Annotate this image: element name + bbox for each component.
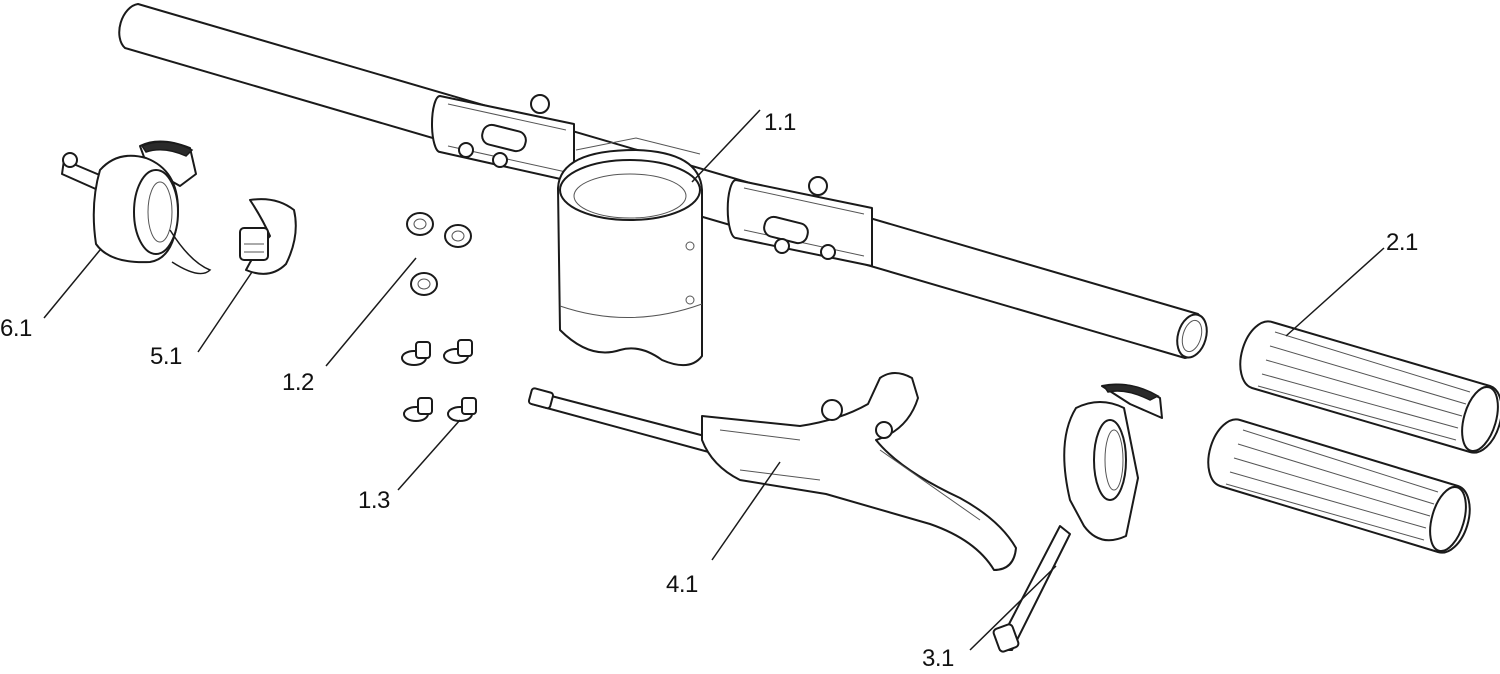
leader-1-1 <box>691 109 761 183</box>
leader-1-3 <box>397 419 461 491</box>
callout-1-2: 1.2 <box>282 369 314 396</box>
leader-lines <box>43 109 1385 651</box>
brake-lever-assembly <box>527 372 1017 571</box>
bolt-set <box>401 339 477 422</box>
handlebar-tube-end <box>1176 313 1208 359</box>
callout-1-3: 1.3 <box>358 487 390 514</box>
callout-labels: 1.1 1.2 1.3 2.1 3.1 4.1 5.1 6.1 <box>0 109 1419 672</box>
clamp-ring <box>239 198 297 275</box>
leader-5-1 <box>197 271 253 353</box>
switch-assembly <box>61 140 212 275</box>
leader-4-1 <box>711 461 781 561</box>
leader-2-1 <box>1285 247 1385 337</box>
grip-lower <box>1207 418 1471 554</box>
callout-3-1: 3.1 <box>922 645 954 672</box>
callout-6-1: 6.1 <box>0 315 32 342</box>
callout-2-1: 2.1 <box>1386 229 1418 256</box>
callout-4-1: 4.1 <box>666 571 698 598</box>
nut-set <box>406 212 472 296</box>
callout-5-1: 5.1 <box>150 343 182 370</box>
leader-6-1 <box>43 249 101 319</box>
callout-1-1: 1.1 <box>764 109 796 136</box>
leader-3-1 <box>969 565 1057 651</box>
throttle-assembly <box>992 383 1163 653</box>
grip-upper <box>1239 320 1500 454</box>
leader-1-2 <box>325 257 417 367</box>
handlebar-assembly <box>118 3 1208 367</box>
